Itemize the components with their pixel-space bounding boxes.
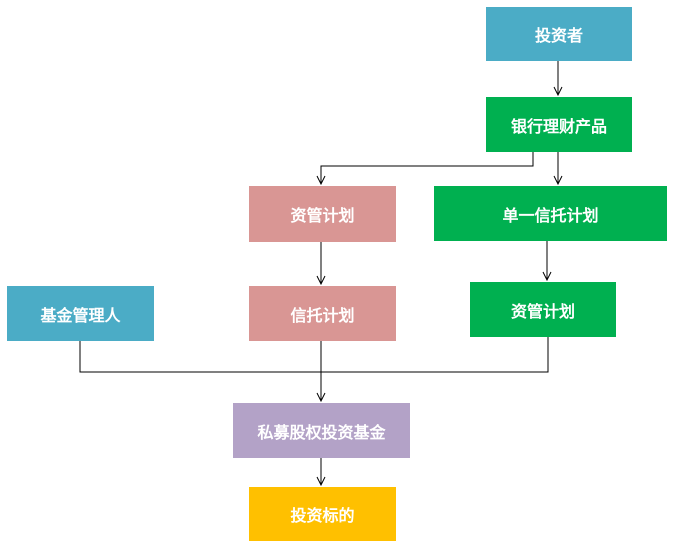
edge-bank-product-to-asset-mgmt-plan-left bbox=[321, 152, 534, 184]
node-asset-mgmt-plan-right: 资管计划 bbox=[470, 282, 616, 337]
edge-fund-manager-collector bbox=[79, 341, 321, 373]
node-investment-target: 投资标的 bbox=[249, 487, 396, 541]
node-asset-mgmt-plan-left: 资管计划 bbox=[249, 186, 396, 242]
node-investor: 投资者 bbox=[486, 7, 632, 61]
node-single-trust-plan: 单一信托计划 bbox=[434, 186, 667, 241]
node-private-equity-fund: 私募股权投资基金 bbox=[233, 403, 410, 458]
edge-asset-mgmt-plan-right-collector bbox=[321, 337, 549, 373]
node-fund-manager: 基金管理人 bbox=[7, 286, 154, 341]
node-bank-wealth-product: 银行理财产品 bbox=[486, 97, 632, 152]
node-trust-plan: 信托计划 bbox=[249, 286, 396, 341]
